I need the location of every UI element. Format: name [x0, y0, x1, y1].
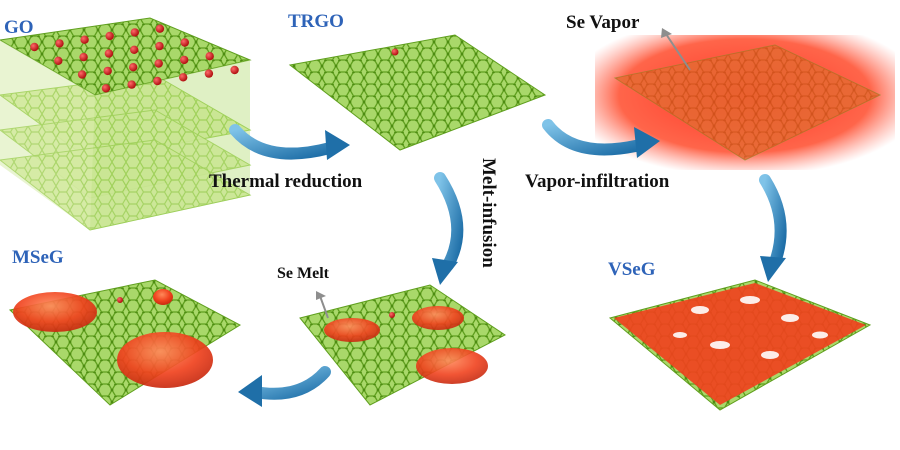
oxygen-atom — [154, 59, 163, 68]
arrow-thermal-reduction — [229, 124, 350, 160]
oxygen-atom — [105, 31, 114, 41]
oxygen-atom — [54, 56, 63, 65]
oxygen-atom — [155, 24, 165, 33]
oxygen-atom — [30, 42, 39, 52]
oxygen-atom — [230, 65, 239, 75]
mseg-sheet — [8, 279, 242, 406]
label-go: GO — [4, 17, 34, 38]
oxygen-atom — [179, 73, 188, 82]
oxygen-atom — [180, 38, 189, 47]
se-melt-sheet — [299, 284, 506, 406]
oxygen-atom — [101, 84, 111, 93]
trgo-sheet — [288, 34, 547, 151]
oxygen-atoms — [30, 24, 239, 93]
arrow-vapor-infiltration — [542, 119, 660, 158]
arrow-to-vseg — [759, 174, 787, 282]
oxygen-atom — [77, 70, 87, 79]
oxygen-atom — [130, 28, 139, 37]
oxygen-atom — [104, 49, 114, 58]
arrow-to-mseg — [238, 366, 331, 407]
label-thermal-reduction: Thermal reduction — [209, 171, 363, 192]
label-se-melt: Se Melt — [277, 265, 329, 282]
label-se-vapor: Se Vapor — [566, 12, 640, 33]
arrow-melt-infusion — [432, 172, 464, 285]
oxygen-atom — [204, 69, 214, 78]
oxygen-atom — [103, 66, 112, 76]
label-vseg: VSeG — [608, 259, 656, 280]
oxygen-atom — [79, 52, 88, 62]
oxygen-atom — [153, 76, 162, 86]
oxygen-atom — [80, 35, 89, 44]
oxygen-atom — [129, 62, 138, 72]
go-stack — [0, 17, 252, 231]
oxygen-atom — [155, 41, 164, 51]
label-vapor-infiltration: Vapor-infiltration — [525, 171, 670, 192]
label-melt-infusion: Melt-infusion — [478, 158, 499, 268]
oxygen-atom — [55, 39, 64, 48]
label-trgo: TRGO — [288, 11, 344, 32]
se-vapor-sheet — [595, 28, 895, 170]
vseg-sheet — [608, 279, 872, 411]
oxygen-atom — [205, 52, 214, 61]
oxygen-atom — [130, 45, 139, 54]
oxygen-atom — [180, 55, 189, 65]
oxygen-atom — [127, 80, 136, 89]
label-mseg: MSeG — [12, 247, 64, 268]
